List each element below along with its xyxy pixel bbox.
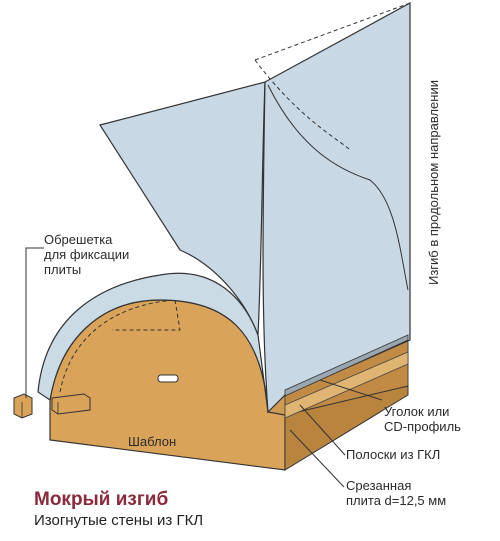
label-longitudinal-bend: Изгиб в продольном направлении [426,80,441,285]
hidden-contour-2 [112,299,181,331]
fold-dashed-2 [254,59,351,151]
label-cut-board: Срезанная плита d=12,5 мм [346,478,447,508]
template-slot [157,374,179,383]
caption-subtitle: Изогнутые стены из ГКЛ [34,512,204,529]
board-main [262,1,411,414]
caption-title: Мокрый изгиб [34,489,169,510]
battens [13,393,91,419]
fold-curve [267,84,409,291]
label-corner-profile: Уголок или CD-профиль [384,404,461,434]
label-strips: Полоски из ГКЛ [346,447,441,462]
corner-profile [284,334,409,397]
label-template: Шаблон [128,434,177,449]
strip-wood [284,351,409,419]
board-flap-left [99,81,266,336]
leader-lines [25,247,383,488]
label-battens: Обрешетка для фиксации плиты [44,232,130,277]
